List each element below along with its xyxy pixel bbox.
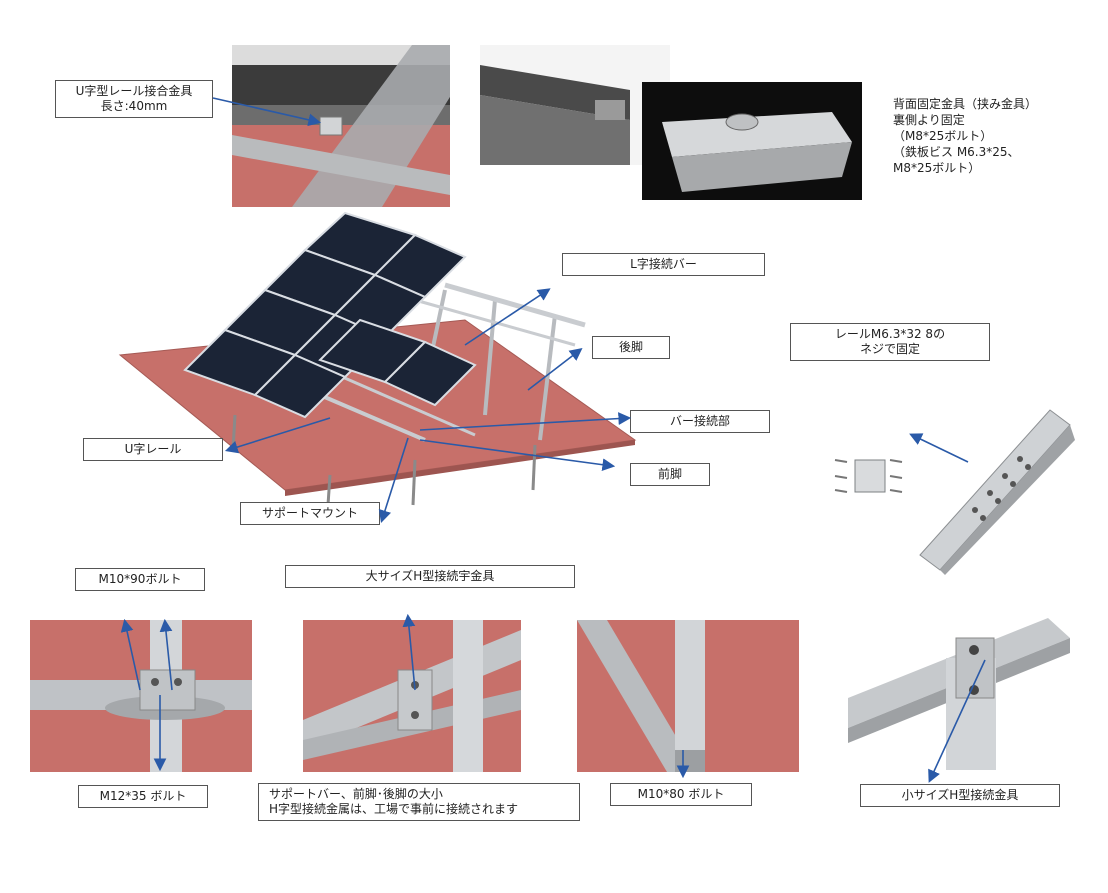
m10-90-photo [30, 620, 252, 772]
m10-80-photo [577, 620, 799, 772]
rail-screw-label: レールM6.3*32 8の ネジで固定 [790, 323, 990, 361]
support-note-label: サポートバー、前脚･後脚の大小 H字型接続金属は、工場で事前に接続されます [258, 783, 580, 821]
u-rail-label: U字レール [83, 438, 223, 461]
rail-screw-illustration [825, 390, 1090, 575]
m10-80-label: M10*80 ボルト [610, 783, 752, 806]
l-bar-label: L字接続バー [562, 253, 765, 276]
back-clamp-note: 背面固定金具（挟み金具） 裏側より固定 （M8*25ボルト） （鉄板ビス M6.… [893, 97, 1038, 175]
m10-90-label: M10*90ボルト [75, 568, 205, 591]
front-leg-label: 前脚 [630, 463, 710, 486]
small-h-photo [848, 618, 1070, 770]
large-h-photo [303, 620, 521, 772]
support-mount-label: サポートマウント [240, 502, 380, 525]
u-joint-photo [232, 45, 450, 207]
small-h-label: 小サイズH型接続金具 [860, 784, 1060, 807]
back-clamp-photo [642, 82, 862, 200]
rear-leg-label: 後脚 [592, 336, 670, 359]
m12-35-label: M12*35 ボルト [78, 785, 208, 808]
rail-end-photo [480, 45, 670, 165]
bar-joint-label: バー接続部 [630, 410, 770, 433]
u-joint-label: U字型レール接合金具 長さ:40mm [55, 80, 213, 118]
large-h-label: 大サイズH型接続宇金具 [285, 565, 575, 588]
